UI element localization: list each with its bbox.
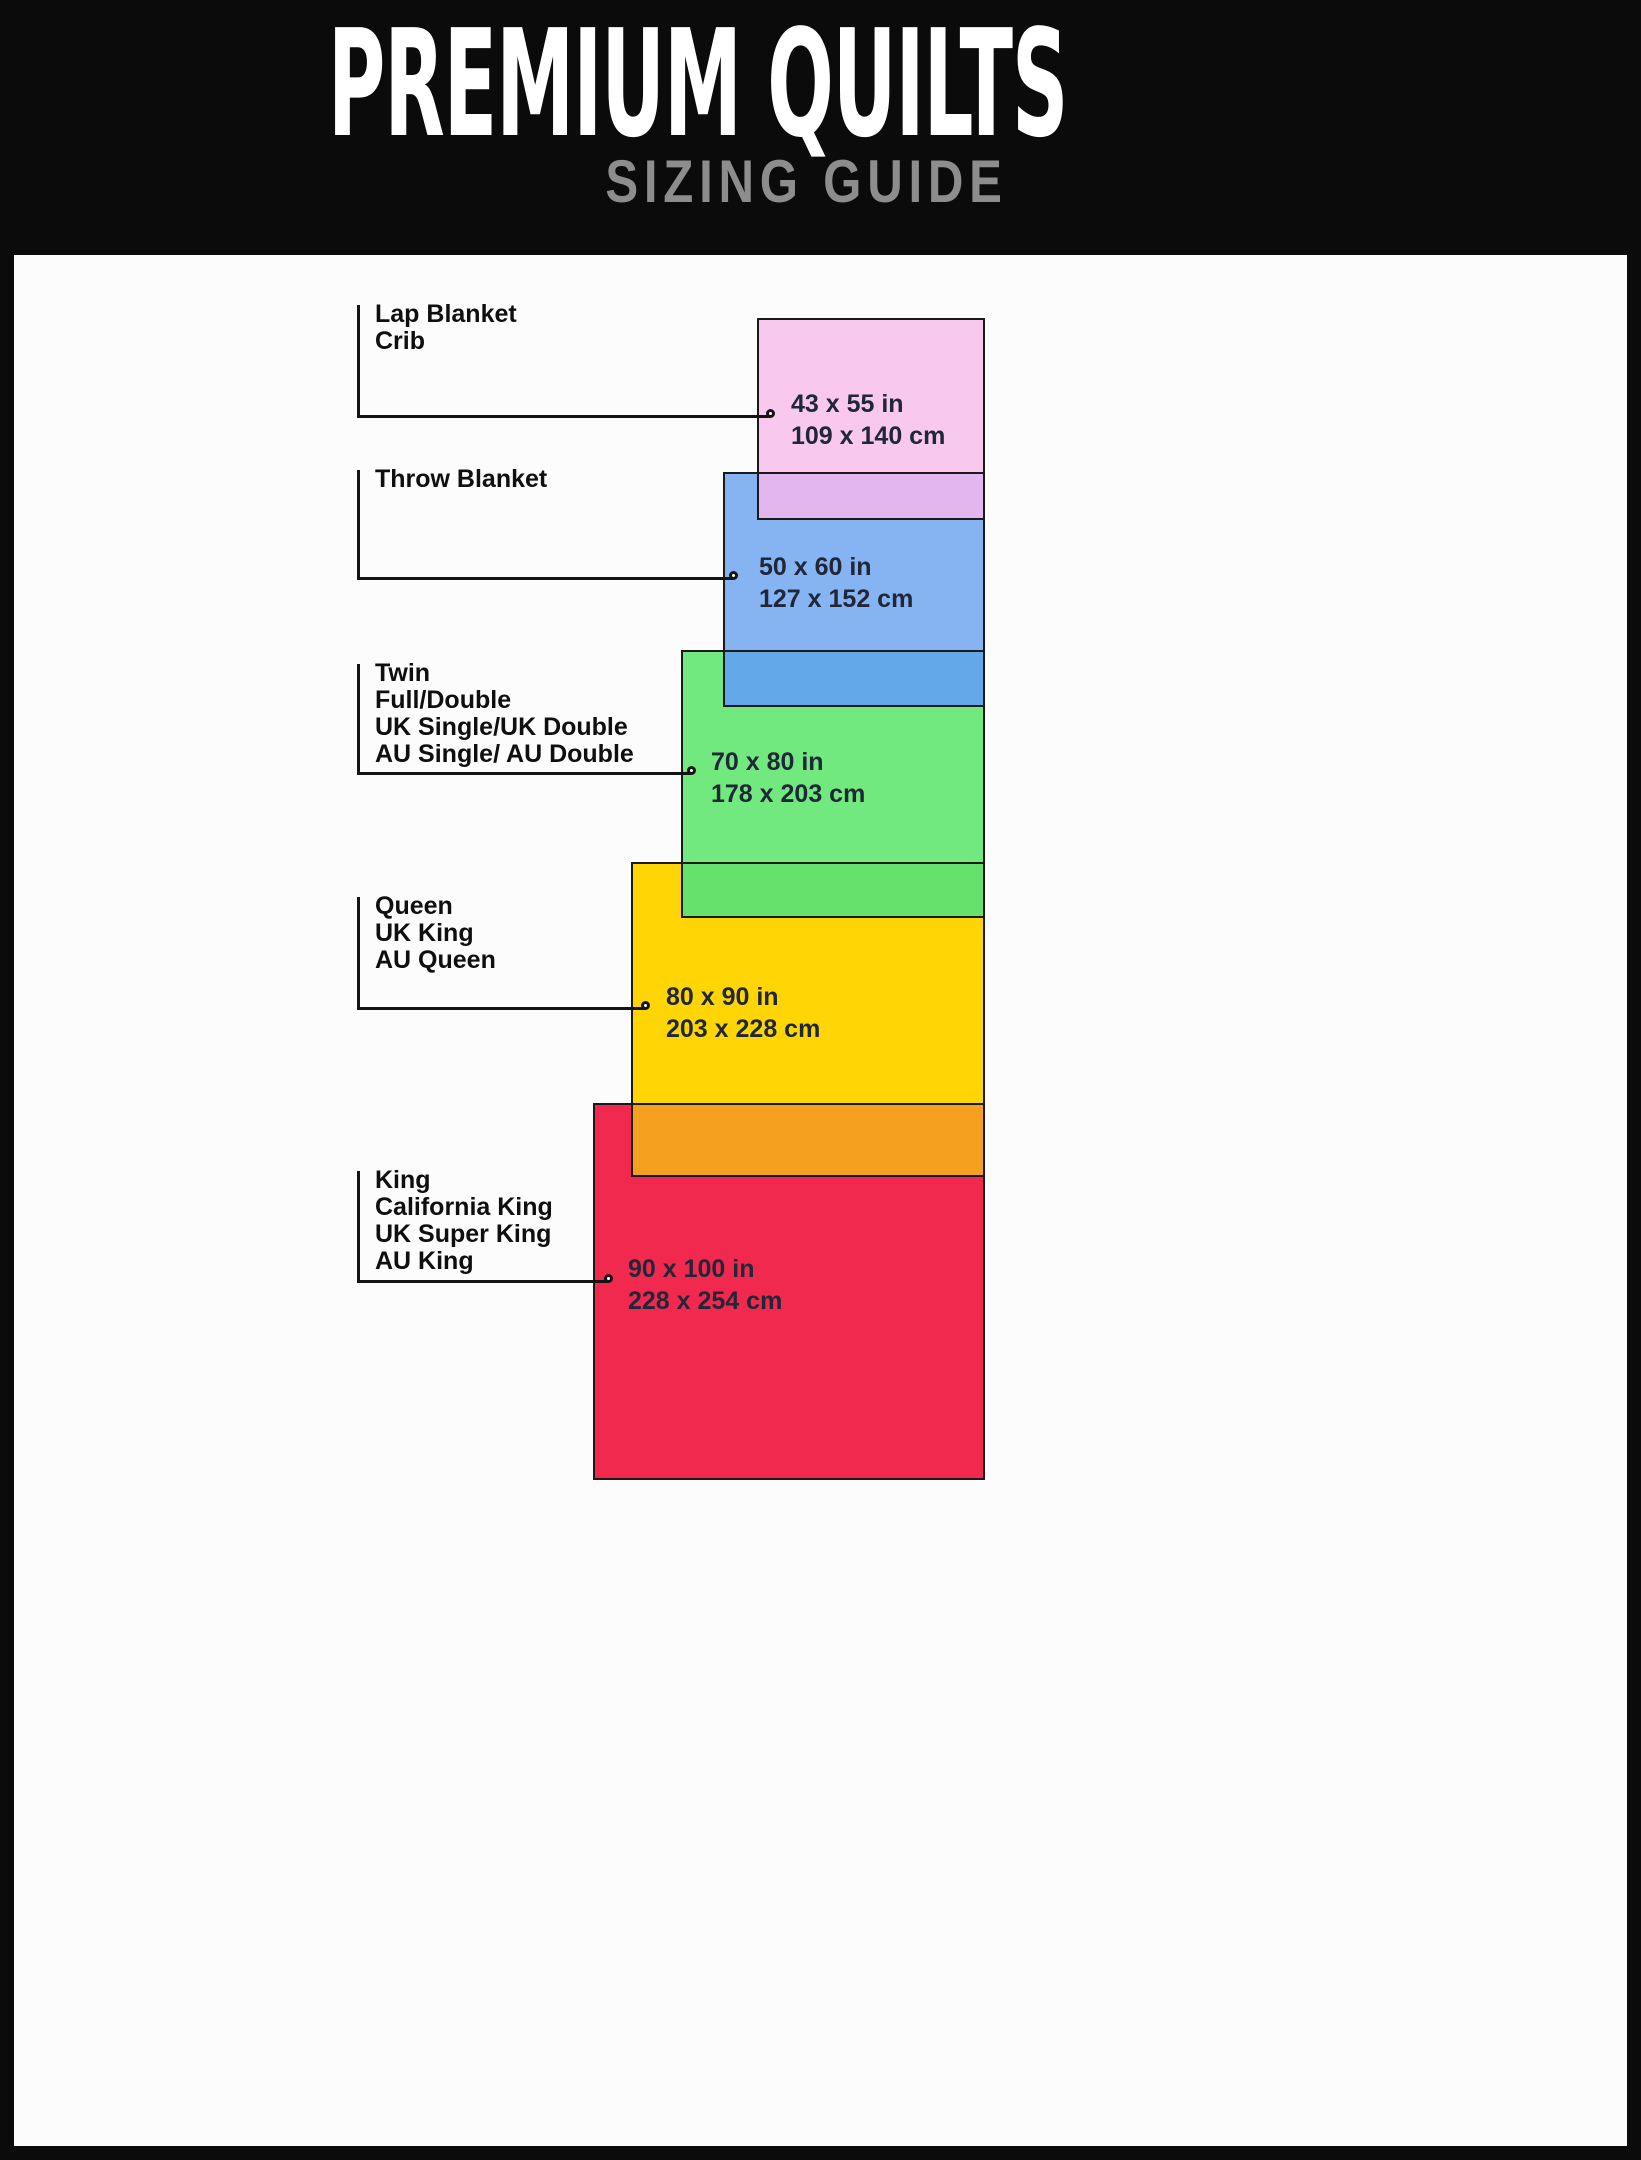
size-inches: 90 x 100 in — [628, 1255, 755, 1283]
connector-line-horizontal — [357, 1280, 608, 1283]
size-dimensions: 70 x 80 in 178 x 203 cm — [711, 746, 865, 810]
size-name-label: Twin Full/Double UK Single/UK Double AU … — [375, 659, 634, 768]
size-inches: 50 x 60 in — [759, 553, 872, 581]
connector-line-horizontal — [357, 1007, 645, 1010]
size-name-label: Lap Blanket Crib — [375, 300, 517, 355]
connector-dot — [641, 1001, 650, 1010]
connector-line-vertical — [357, 305, 360, 418]
size-inches: 70 x 80 in — [711, 748, 824, 776]
poster-title: PREMIUM QUILTS — [327, 0, 1069, 170]
connector-dot — [687, 766, 696, 775]
size-name-label: Queen UK King AU Queen — [375, 892, 496, 974]
connector-dot — [604, 1274, 613, 1283]
size-dimensions: 90 x 100 in 228 x 254 cm — [628, 1253, 782, 1317]
poster-subtitle-row: SIZING GUIDE — [0, 152, 1008, 212]
size-inches: 80 x 90 in — [666, 983, 779, 1011]
overlap-queen-king — [631, 1103, 985, 1177]
connector-line-horizontal — [357, 415, 771, 418]
overlap-twin-queen — [681, 862, 985, 918]
overlap-lap-throw — [757, 472, 985, 520]
size-inches: 43 x 55 in — [791, 390, 904, 418]
connector-line-vertical — [357, 470, 360, 580]
poster-subtitle: SIZING GUIDE — [605, 148, 1008, 215]
connector-line-vertical — [357, 1171, 360, 1283]
poster-title-row: PREMIUM QUILTS — [0, 10, 1200, 158]
size-cm: 228 x 254 cm — [628, 1287, 783, 1315]
connector-line-horizontal — [357, 772, 691, 775]
connector-line-vertical — [357, 897, 360, 1010]
overlap-throw-twin — [723, 650, 985, 707]
size-cm: 203 x 228 cm — [666, 1015, 821, 1043]
size-dimensions: 50 x 60 in 127 x 152 cm — [759, 551, 913, 615]
connector-dot — [766, 409, 775, 418]
size-dimensions: 80 x 90 in 203 x 228 cm — [666, 981, 820, 1045]
size-name-label: King California King UK Super King AU Ki… — [375, 1166, 553, 1275]
connector-dot — [729, 571, 738, 580]
connector-line-horizontal — [357, 577, 733, 580]
size-name-label: Throw Blanket — [375, 465, 548, 493]
connector-line-vertical — [357, 664, 360, 775]
size-cm: 109 x 140 cm — [791, 422, 946, 450]
size-cm: 178 x 203 cm — [711, 780, 866, 808]
size-cm: 127 x 152 cm — [759, 585, 914, 613]
size-dimensions: 43 x 55 in 109 x 140 cm — [791, 388, 945, 452]
